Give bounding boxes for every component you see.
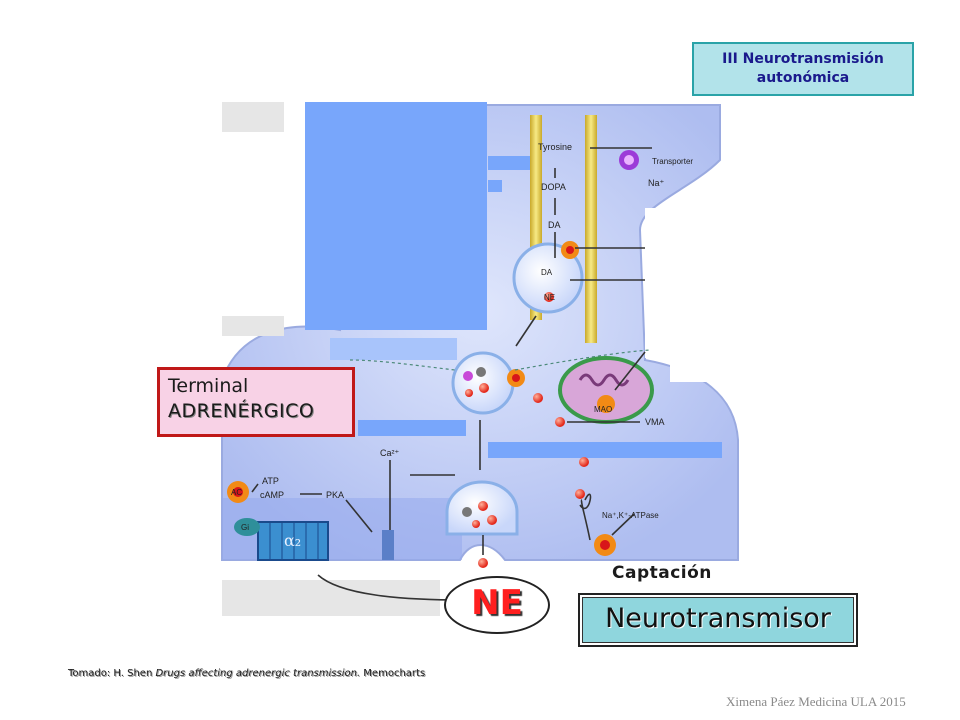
source-citation: Tomado: H. Shen Drugs affecting adrenerg… <box>68 668 425 679</box>
na-label: Na⁺ <box>648 178 665 188</box>
overlay-block <box>488 442 722 458</box>
ca-channel <box>382 530 394 560</box>
pka-label: PKA <box>326 490 344 500</box>
ne-ellipse: NE <box>444 576 550 634</box>
dopa-label: DOPA <box>541 182 566 192</box>
alpha2-receptor <box>257 521 329 561</box>
docking-vesicle <box>451 351 515 415</box>
overlay-block <box>488 180 502 192</box>
transporter-vesicle-icon <box>507 369 525 387</box>
grey-block <box>670 350 737 382</box>
da-label: DA <box>548 220 561 230</box>
tyrosine-label: Tyrosine <box>538 142 572 152</box>
ac-icon <box>227 481 249 503</box>
vmat-icon <box>561 241 579 259</box>
mao-icon <box>597 395 615 413</box>
grey-block <box>222 102 284 132</box>
terminal-label-line1: Terminal <box>168 375 249 397</box>
vma-label: VMA <box>645 417 665 427</box>
na-k-atpase-label: Na⁺,K⁺-ATPase <box>602 511 659 520</box>
gi-protein <box>234 518 260 536</box>
source-prefix: Tomado: H. Shen <box>68 668 156 679</box>
overlay-block <box>330 338 457 360</box>
neurotransmisor-box: Neurotransmisor <box>578 593 858 647</box>
alpha2-label: α₂ <box>284 531 301 550</box>
na-k-atpase-icon <box>594 534 616 556</box>
ac-label: AC <box>231 488 242 497</box>
camp-label: cAMP <box>260 490 284 500</box>
grey-block <box>645 208 737 358</box>
transporter-label: Transporter <box>652 157 693 166</box>
overlay-block <box>488 156 538 170</box>
grey-block <box>222 316 284 336</box>
da-vesicle-label: DA <box>541 268 553 277</box>
terminal-label-line2: ADRENÉRGICO <box>168 400 315 422</box>
overlay-block <box>305 102 487 330</box>
slide-title-line2: autonómica <box>756 70 850 86</box>
source-title: Drugs affecting adrenergic transmission. <box>155 668 361 679</box>
ne-dot <box>544 292 554 302</box>
overlay-block <box>358 420 466 436</box>
microtubule <box>585 115 597 343</box>
author-credit: Ximena Páez Medicina ULA 2015 <box>726 694 906 709</box>
gi-label: Gi <box>241 523 249 532</box>
slide-title-line1: III Neurotransmisión <box>722 51 884 67</box>
source-suffix: Memocharts <box>360 668 426 679</box>
ca-label: Ca²⁺ <box>380 448 400 458</box>
transporter-icon <box>619 150 639 170</box>
atp-label: ATP <box>262 476 279 486</box>
terminal-label-box: Terminal ADRENÉRGICO <box>157 367 355 437</box>
slide-title: III Neurotransmisión autonómica <box>692 42 914 96</box>
mao-label: MAO <box>594 405 612 414</box>
captacion-label: Captación <box>612 563 712 583</box>
da-vesicle <box>512 242 584 314</box>
ne-vesicle-label: NE <box>544 293 555 302</box>
